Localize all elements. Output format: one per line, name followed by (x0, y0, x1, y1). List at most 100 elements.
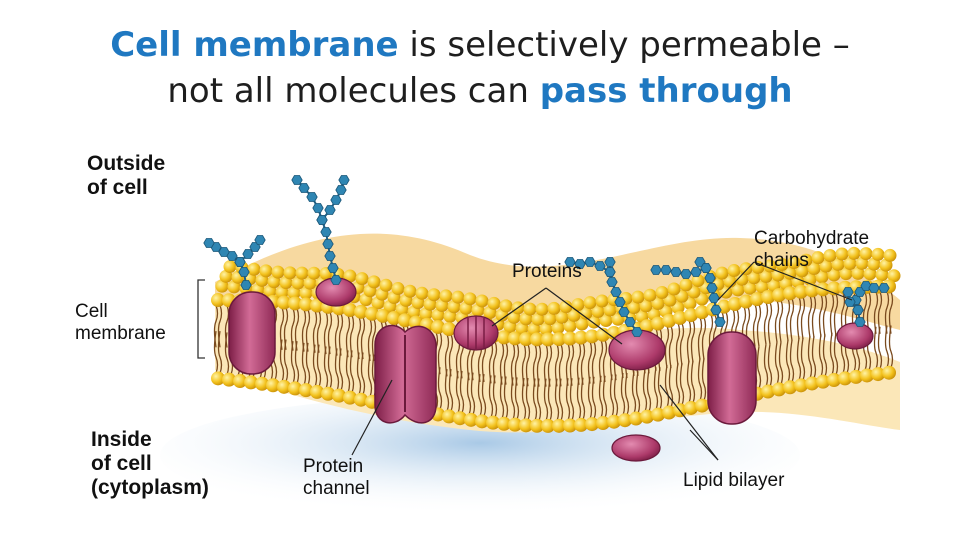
lipid-tail (796, 296, 802, 340)
lipid-tail (455, 370, 461, 414)
lipid-head (247, 262, 261, 276)
lipid-tail (580, 377, 586, 421)
lipid-head (552, 332, 566, 347)
lipid-head (453, 411, 467, 426)
lipid-head (442, 409, 456, 424)
sugar-unit (338, 175, 350, 185)
lipid-head (271, 265, 285, 279)
lipid-tail (543, 378, 549, 422)
lipid-tail (653, 367, 659, 410)
lipid-tail (884, 291, 890, 334)
lipid-tail (514, 377, 520, 420)
lipid-head (211, 371, 225, 386)
lipid-tail (492, 340, 498, 384)
lipid-head (735, 272, 749, 286)
lipid-head (567, 308, 581, 322)
lipid-head (211, 293, 225, 308)
lipid-tail (679, 322, 685, 366)
lipid-tail (609, 374, 615, 417)
lipid-tail (558, 378, 564, 422)
lipid-tail (290, 308, 296, 351)
cytoplasm-shadow (160, 395, 800, 515)
title-text-2: not all molecules can (167, 71, 540, 111)
peripheral-protein-middle (453, 315, 499, 351)
lipid-head (618, 413, 632, 428)
lipid-head (805, 283, 819, 298)
lipid-head (288, 296, 302, 311)
lipid-tail (800, 296, 806, 340)
lipid-tail (349, 314, 355, 358)
lipid-tail (316, 344, 322, 388)
lipid-head (575, 317, 589, 331)
title-highlight-cell-membrane: Cell membrane (110, 25, 399, 65)
lipid-head (663, 293, 677, 307)
lipid-head (795, 264, 809, 278)
lipid-tail (642, 369, 648, 412)
lipid-tail (668, 325, 674, 369)
leader-lines (351, 261, 853, 461)
lipid-tail (800, 337, 806, 381)
lipid-head (827, 372, 841, 387)
lipid-tail (657, 367, 663, 410)
lipid-tail (466, 372, 472, 416)
label-carbohydrate-chains: Carbohydrate chains (754, 228, 870, 271)
lipid-tail (316, 310, 322, 353)
lipid-head (299, 383, 313, 398)
lipid-tail (763, 301, 769, 345)
lipid-tail (866, 291, 872, 335)
lipid-head (442, 322, 456, 337)
lipid-head (679, 278, 693, 292)
sugar-unit (322, 239, 334, 249)
lipid-tail (756, 303, 762, 347)
lipid-head (321, 386, 335, 401)
lipid-head (695, 398, 709, 413)
sugar-unit (584, 257, 596, 267)
lipid-head (743, 281, 757, 295)
lipid-tail (785, 339, 791, 383)
integral-protein-left (228, 291, 276, 375)
lipid-tail (510, 343, 516, 386)
lipid-head (431, 319, 445, 334)
sugar-unit (878, 283, 890, 293)
sugar-unit (327, 263, 339, 273)
lipid-tail (697, 358, 703, 401)
sugar-unit (631, 327, 643, 337)
lipid-head (805, 376, 819, 391)
lipid-head (222, 372, 236, 387)
lipid-head (816, 374, 830, 389)
lipid-tail (477, 374, 483, 417)
lipid-tail (840, 292, 846, 336)
lipid-tail (532, 344, 538, 387)
lipid-head (727, 264, 741, 278)
label-outside-of-cell: Outside of cell (87, 152, 166, 199)
title-text-1: is selectively permeable – (398, 25, 850, 65)
sugar-unit (320, 227, 332, 237)
lipid-tail (767, 344, 773, 387)
lipid-head (755, 280, 769, 294)
lipid-head (332, 388, 346, 403)
lipid-head (882, 365, 896, 380)
sugar-unit (298, 183, 310, 193)
lipid-head (835, 247, 849, 261)
lipid-tail (591, 376, 597, 420)
sugar-unit (234, 257, 246, 267)
sugar-unit (594, 261, 606, 271)
lipid-head (772, 288, 786, 303)
lipid-head (667, 282, 681, 296)
lipid-tail (591, 341, 597, 384)
lipid-tail (294, 308, 300, 351)
lipid-head (783, 286, 797, 301)
lipid-tail (499, 342, 505, 385)
sugar-unit (710, 305, 722, 315)
lipid-head (559, 300, 573, 314)
lipid-tail (444, 369, 450, 412)
lipid-tail (349, 350, 355, 393)
lipid-head (771, 268, 785, 282)
lipid-tail (664, 365, 670, 408)
lipid-head (398, 313, 412, 328)
sugar-unit (670, 267, 682, 277)
lipid-tail (598, 339, 604, 383)
sugar-unit (306, 192, 318, 202)
lipid-head (571, 298, 585, 312)
lipid-head (355, 272, 369, 286)
